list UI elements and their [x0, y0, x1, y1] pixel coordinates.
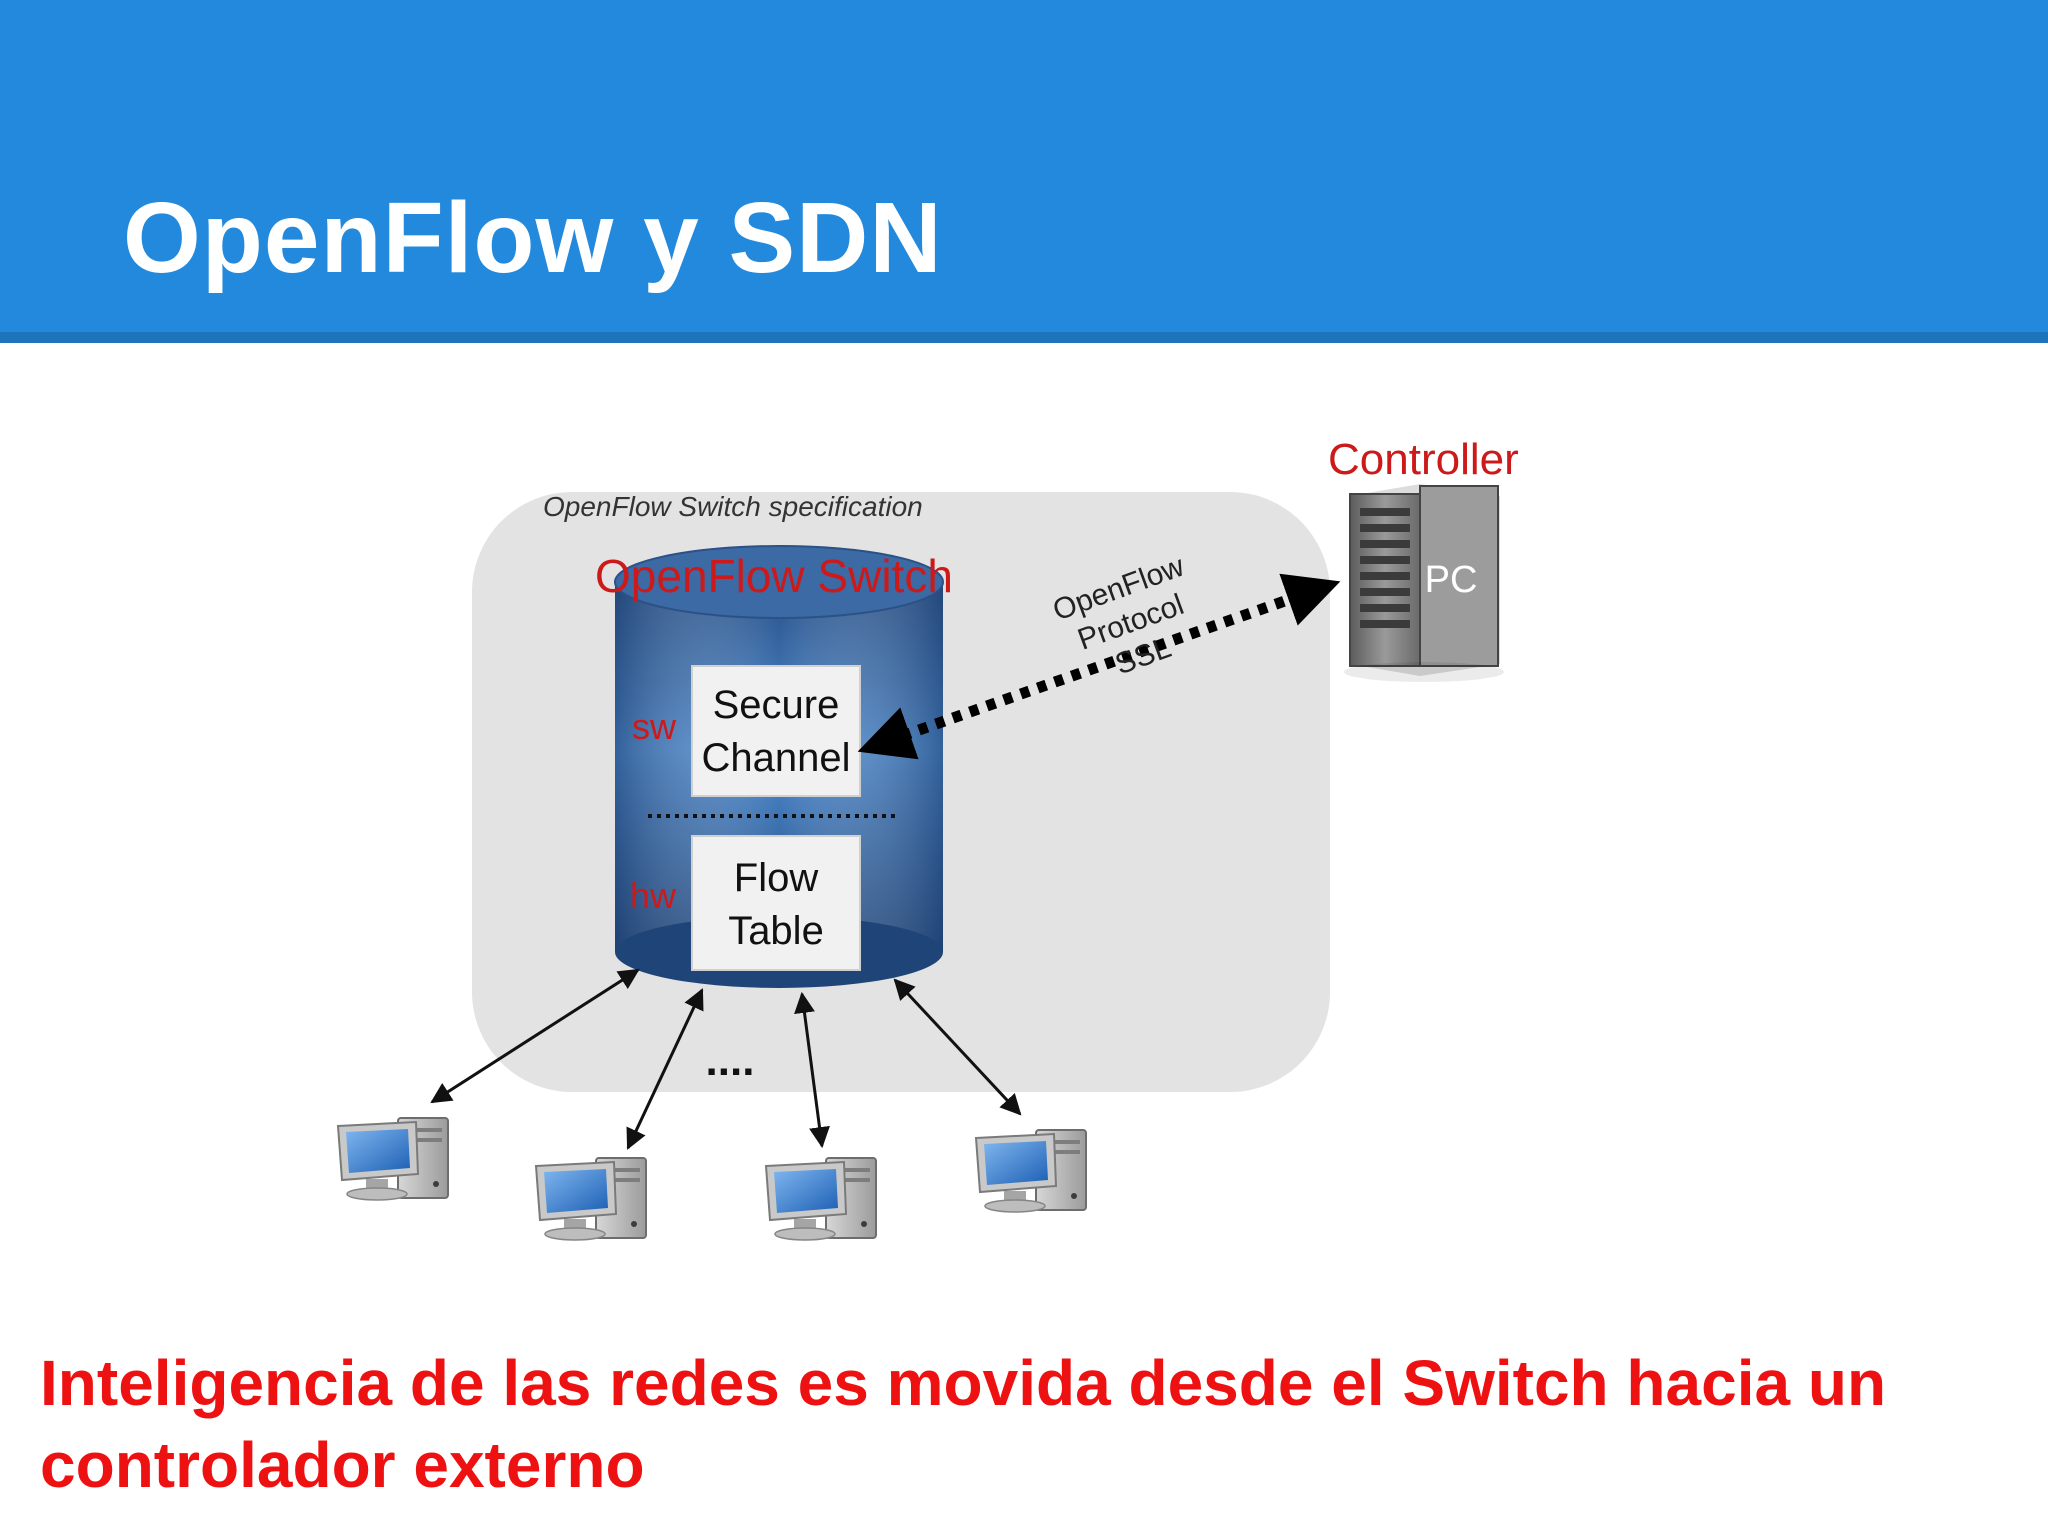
header-bar: [0, 0, 2048, 332]
flow-table-line-1: Flow: [734, 856, 819, 900]
slide-title: OpenFlow y SDN: [123, 182, 943, 294]
controller-server-icon: [1344, 484, 1504, 682]
flow-table-line-2: Table: [728, 909, 824, 953]
header-divider: [0, 332, 2048, 343]
slide-caption: Inteligencia de las redes es movida desd…: [40, 1347, 1887, 1501]
pc-label: PC: [1425, 559, 1478, 601]
host-computer-icon-1: [337, 1117, 449, 1201]
host-computer-icon-3: [765, 1157, 877, 1241]
more-hosts-ellipsis: ....: [706, 1036, 755, 1085]
host-link-1: [430, 968, 640, 1104]
host-link-2: [626, 988, 704, 1150]
host-link-4: [893, 978, 1022, 1116]
host-computer-icon-4: [975, 1129, 1087, 1213]
secure-channel-box: [691, 665, 861, 797]
spec-label: OpenFlow Switch specification: [543, 491, 923, 522]
hw-label: hw: [630, 875, 677, 916]
flow-table-box: [691, 835, 861, 971]
host-computer-icon-2: [535, 1157, 647, 1241]
sw-label: sw: [632, 706, 677, 747]
secure-channel-line-1: Secure: [713, 683, 840, 727]
host-link-3: [794, 991, 830, 1149]
controller-label: Controller: [1328, 435, 1519, 484]
switch-label: OpenFlow Switch: [595, 550, 953, 602]
secure-channel-line-2: Channel: [701, 736, 850, 780]
